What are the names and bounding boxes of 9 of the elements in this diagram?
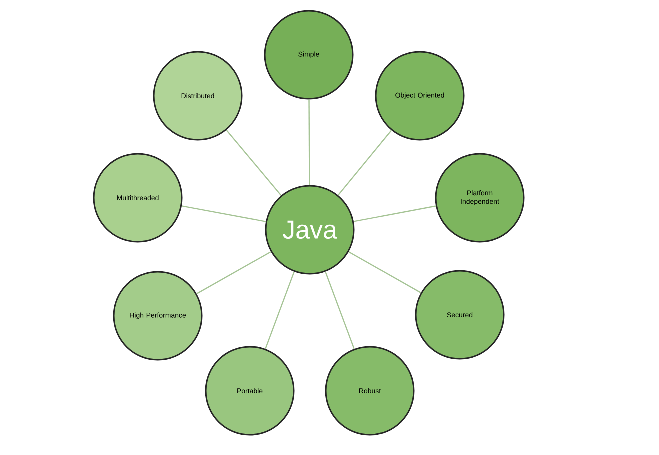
connector-line <box>348 252 422 294</box>
connector-line <box>308 100 310 186</box>
connector-line <box>265 272 295 350</box>
connector-line <box>338 130 392 196</box>
connector-line <box>196 252 272 294</box>
connector-line <box>226 130 282 196</box>
connector-line <box>182 206 266 222</box>
connector-line <box>325 272 355 350</box>
connector-line <box>354 206 436 222</box>
